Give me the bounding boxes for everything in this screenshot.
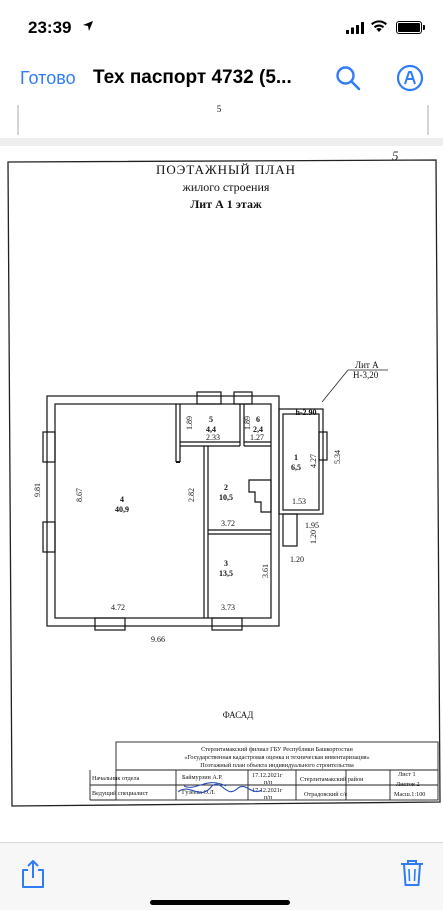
plan-heading: ПОЭТАЖНЫЙ ПЛАН xyxy=(156,162,296,177)
wifi-icon xyxy=(370,19,388,38)
status-time: 23:39 xyxy=(28,18,72,37)
room-5-area: 4,4 xyxy=(206,425,216,434)
signature xyxy=(177,782,263,793)
dim-room1-height: 4.27 xyxy=(309,454,318,468)
done-button[interactable]: Готово xyxy=(20,68,76,88)
stamp-row1-name: Баймурзин А.Р. xyxy=(182,774,223,781)
dim-room4-height: 8.67 xyxy=(75,488,84,502)
dim-porch-a: 1.95 xyxy=(305,521,319,530)
bottom-toolbar xyxy=(0,842,443,910)
dim-outer-right: 5.34 xyxy=(333,450,342,464)
stamp-scale: Масш.1:100 xyxy=(394,791,425,798)
dim-room4-width: 4.72 xyxy=(111,603,125,612)
dim-vestibule-h: h-2.90 xyxy=(295,408,316,417)
stamp-row1-date: 17.12.2021г xyxy=(252,772,283,779)
trash-icon[interactable] xyxy=(400,859,424,887)
dim-porch-b: 1.20 xyxy=(309,530,318,544)
battery-icon xyxy=(396,21,425,34)
room-1-number: 1 xyxy=(294,453,298,462)
floor-plan-drawing xyxy=(42,391,328,631)
dim-room5-height: 1.89 xyxy=(185,416,194,430)
plan-subheading: жилого строения xyxy=(182,180,270,194)
home-indicator xyxy=(150,900,290,905)
dim-porch-c: 1.20 xyxy=(290,555,304,564)
stamp-row1-role: Начальник отдела xyxy=(92,775,140,782)
title-block xyxy=(89,741,439,801)
dim-room3-height: 3.61 xyxy=(261,564,270,578)
height-label: Н-3,20 xyxy=(353,370,379,380)
room-2-number: 2 xyxy=(224,483,228,492)
stamp-sheet: Лист 1 xyxy=(398,771,416,778)
stamp-council: Отрадовский с/с xyxy=(304,791,348,798)
nav-bar: Готово Тех паспорт 4732 (5... xyxy=(0,56,443,102)
facade-label: ФАСАД xyxy=(223,710,254,720)
room-4-number: 4 xyxy=(120,495,124,504)
room-3-area: 13,5 xyxy=(219,569,233,578)
stamp-row2-date: 17.12.2021г xyxy=(252,787,283,794)
plan-floor-label: Лит А 1 этаж xyxy=(190,197,262,211)
cellular-signal-icon xyxy=(346,21,364,39)
stamp-org-line2: «Государственная кадастровая оценка и те… xyxy=(184,754,370,761)
room-1-area: 6,5 xyxy=(291,463,301,472)
stamp-row2-sig: п/п xyxy=(264,794,273,801)
dim-overall-width: 9.66 xyxy=(151,635,165,644)
room-6-area: 2,4 xyxy=(253,425,263,434)
markup-pen-icon[interactable] xyxy=(396,64,424,92)
room-5-number: 5 xyxy=(209,415,213,424)
dim-room6-width: 1.27 xyxy=(250,433,264,442)
status-bar: 23:39 xyxy=(0,0,443,56)
stamp-district: Стерлитамакский район xyxy=(300,776,364,783)
stamp-sheets: Листов 2 xyxy=(396,781,420,788)
prev-page-number: 5 xyxy=(217,104,222,114)
room-4-area: 40,9 xyxy=(115,505,129,514)
dim-overall-height: 9.81 xyxy=(33,483,42,497)
handwritten-page-number: 5 xyxy=(392,148,399,163)
dim-room3-width: 3.73 xyxy=(221,603,235,612)
location-arrow-icon xyxy=(82,20,94,35)
dim-room2-height: 2.82 xyxy=(187,488,196,502)
dim-room1-width: 1.53 xyxy=(292,497,306,506)
document-view[interactable]: 5 5 ПОЭТАЖНЫЙ ПЛАН жилого строения Лит А… xyxy=(0,102,443,842)
document-title: Тех паспорт 4732 (5... xyxy=(93,67,292,88)
stamp-org-line1: Стерлитамакский филиал ГБУ Республики Ба… xyxy=(201,746,353,753)
search-icon[interactable] xyxy=(334,64,362,92)
floor-plan-page: 5 5 ПОЭТАЖНЫЙ ПЛАН жилого строения Лит А… xyxy=(0,102,443,842)
stamp-row2-role: Ведущий специалист xyxy=(92,790,148,797)
room-3-number: 3 xyxy=(224,559,228,568)
dim-room6-height: 1.89 xyxy=(243,416,252,430)
room-2-area: 10,5 xyxy=(219,493,233,502)
room-6-number: 6 xyxy=(256,415,260,424)
share-icon[interactable] xyxy=(20,859,46,889)
dim-room2-width: 3.72 xyxy=(221,519,235,528)
stamp-row1-sig: п/п xyxy=(264,779,273,786)
dim-room5-width: 2.33 xyxy=(206,433,220,442)
lit-label: Лит А xyxy=(355,360,379,370)
stamp-org-line3: Поэтажный план объекта индивидуального с… xyxy=(200,762,354,769)
